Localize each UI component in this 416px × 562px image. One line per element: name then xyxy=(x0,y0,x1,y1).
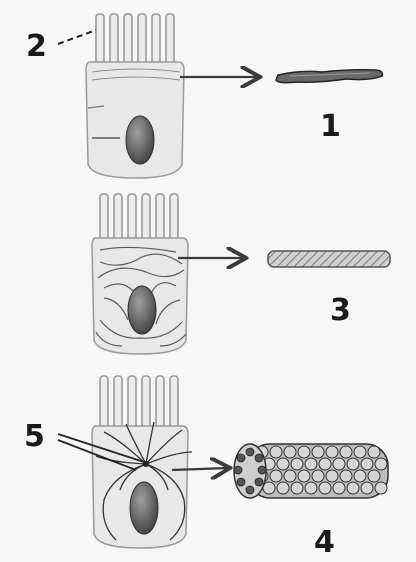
label-4: 4 xyxy=(314,528,335,558)
nucleus-top xyxy=(126,116,154,164)
label-2: 2 xyxy=(26,32,47,62)
nucleus-middle xyxy=(128,286,156,334)
label-5: 5 xyxy=(24,422,45,452)
cell-bottom xyxy=(92,376,228,548)
label-2-leader xyxy=(58,30,96,44)
microvilli-middle xyxy=(100,194,178,244)
microtubule xyxy=(234,444,388,498)
intermediate-filament xyxy=(268,251,390,267)
label-1: 1 xyxy=(320,112,341,142)
cell-middle xyxy=(92,194,244,354)
nucleus-bottom xyxy=(130,482,158,534)
label-3: 3 xyxy=(330,296,351,326)
cell-top xyxy=(86,14,258,178)
